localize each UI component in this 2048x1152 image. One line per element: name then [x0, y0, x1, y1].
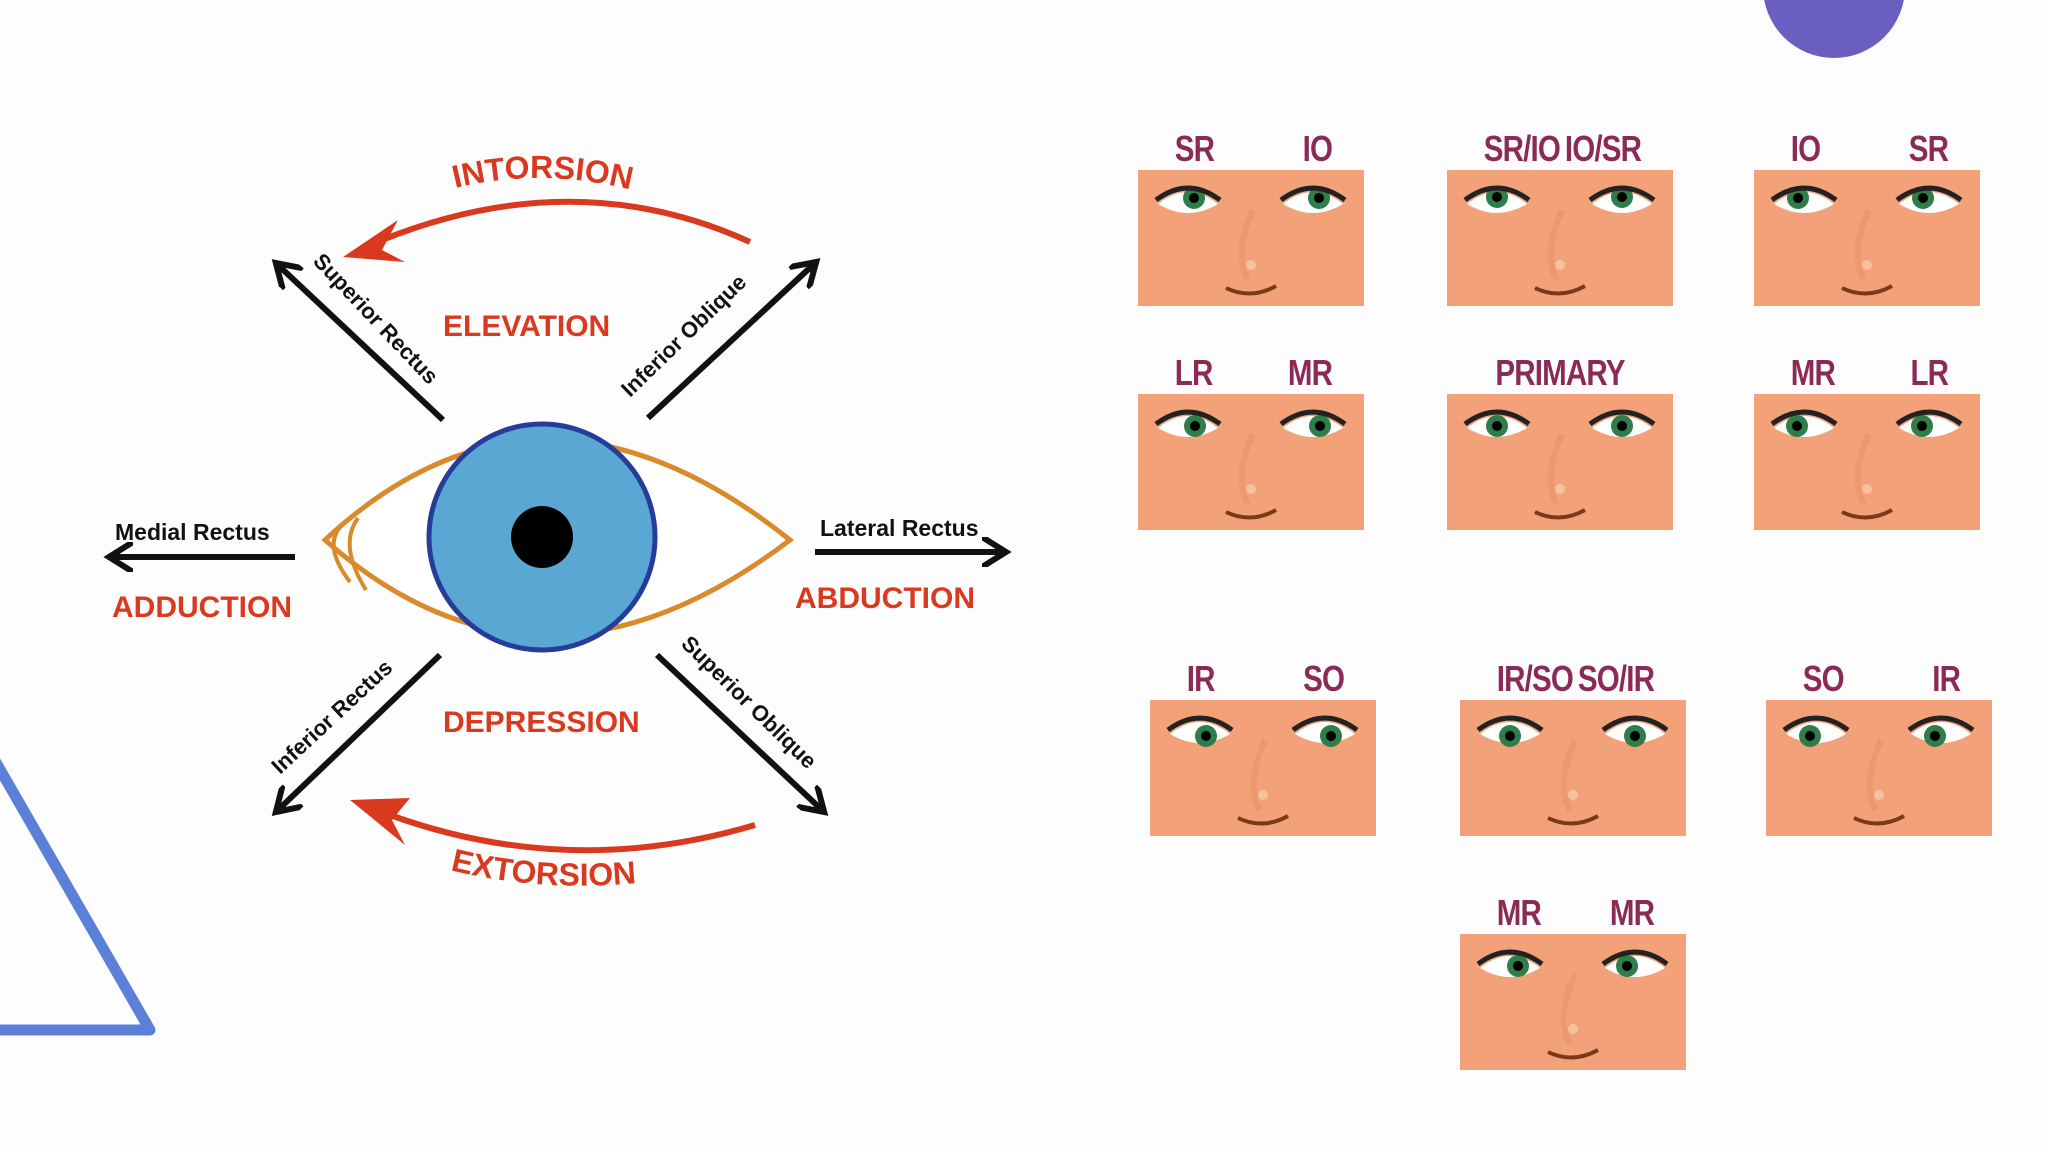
elevation-label: ELEVATION	[443, 310, 610, 343]
gaze-label-right: SO/IR	[1577, 658, 1655, 699]
gaze-label-right: MR	[1609, 892, 1655, 933]
medial-rectus-label: Medial Rectus	[115, 519, 270, 545]
adduction-label: ADDUCTION	[112, 591, 292, 624]
gaze-label-left: LR	[1174, 352, 1214, 393]
abduction-label: ABDUCTION	[795, 582, 975, 615]
intorsion-label: INTORSION	[449, 149, 637, 196]
gaze-panel: SR IO	[1138, 126, 1364, 306]
gaze-label-right: IO	[1302, 128, 1333, 169]
face-icon	[1138, 394, 1364, 530]
gaze-label-right: SO	[1303, 658, 1345, 699]
inferior-oblique-arrow	[645, 264, 814, 421]
gaze-panel-labels: SO IR	[1786, 656, 1971, 700]
gaze-label-left: IO	[1790, 128, 1821, 169]
lateral-rectus-label: Lateral Rectus	[820, 515, 979, 541]
face-icon	[1447, 394, 1673, 530]
gaze-label-center: PRIMARY	[1495, 352, 1625, 393]
gaze-label-right: IO/SR	[1564, 128, 1642, 169]
gaze-label-right: MR	[1287, 352, 1333, 393]
face-icon	[1150, 700, 1376, 836]
face-icon	[1460, 934, 1686, 1070]
gaze-panel-labels: MR MR	[1480, 890, 1665, 934]
gaze-panel: LR MR	[1138, 350, 1364, 530]
face-icon	[1766, 700, 1992, 836]
gaze-panel-labels: MR LR	[1774, 350, 1959, 394]
gaze-label-left: SR	[1174, 128, 1215, 169]
gaze-label-right: IR	[1932, 658, 1961, 699]
gaze-label-right: LR	[1910, 352, 1949, 393]
gaze-panel: IR SO	[1150, 656, 1376, 836]
face-icon	[1447, 170, 1673, 306]
face-icon	[1754, 394, 1980, 530]
face-icon	[1754, 170, 1980, 306]
gaze-panel-labels: IR SO	[1170, 656, 1355, 700]
gaze-label-left: SO	[1802, 658, 1845, 699]
gaze-panel: PRIMARY	[1447, 350, 1673, 530]
superior-oblique-label: Superior Oblique	[677, 631, 822, 774]
superior-rectus-arrow	[278, 265, 446, 423]
gaze-panel-labels: SR IO	[1158, 126, 1343, 170]
gaze-panel: MR MR	[1460, 890, 1686, 1070]
superior-oblique-arrow	[654, 652, 822, 810]
decorative-purple-circle	[1763, 0, 1905, 58]
depression-label: DEPRESSION	[443, 706, 640, 739]
face-icon	[1460, 700, 1686, 836]
superior-rectus-label: Superior Rectus	[308, 248, 443, 389]
gaze-label-left: IR	[1186, 658, 1216, 699]
gaze-label-left: MR	[1496, 892, 1542, 933]
gaze-label-left: MR	[1790, 352, 1836, 393]
gaze-panel: IO SR	[1754, 126, 1980, 306]
eye-icon	[321, 421, 795, 653]
gaze-panel: SO IR	[1766, 656, 1992, 836]
gaze-panel-labels: IO SR	[1774, 126, 1959, 170]
gaze-label-left: IR/SO	[1496, 658, 1574, 699]
decorative-blue-triangle	[0, 758, 156, 1036]
gaze-panel: MR LR	[1754, 350, 1980, 530]
intorsion-arrow	[343, 198, 752, 262]
face-icon	[1138, 170, 1364, 306]
gaze-panel-labels: PRIMARY	[1467, 350, 1652, 394]
inferior-rectus-arrow	[278, 652, 443, 810]
eye-movement-diagram: INTORSION EXTORSION Superior Rectus Infe…	[0, 149, 1060, 893]
extorsion-arrow	[350, 798, 756, 854]
gaze-label-right: SR	[1908, 128, 1949, 169]
gaze-label-left: SR/IO	[1483, 128, 1561, 169]
gaze-panel-labels: LR MR	[1158, 350, 1343, 394]
